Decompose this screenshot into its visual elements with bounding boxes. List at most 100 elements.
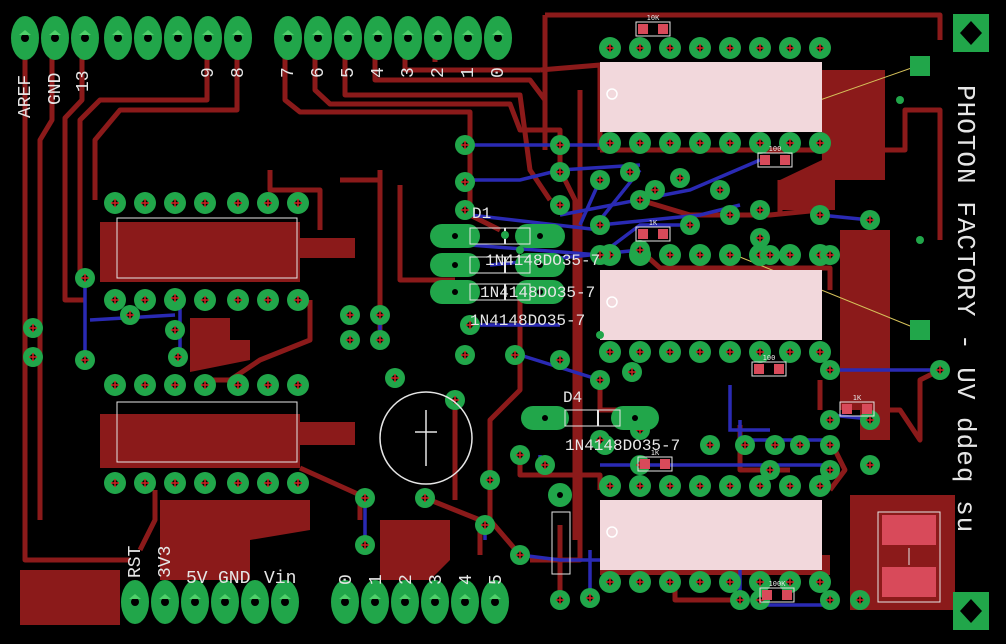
round-pad [510, 445, 530, 465]
diode-pad [515, 280, 565, 304]
round-pad [75, 350, 95, 370]
round-pad [287, 289, 309, 311]
round-pad [580, 588, 600, 608]
round-pad [257, 192, 279, 214]
round-pad [780, 245, 800, 265]
round-pad [930, 360, 950, 380]
header-pad [151, 580, 179, 624]
silkscreen-outlines [116, 217, 571, 575]
round-pad [194, 472, 216, 494]
header-pad [484, 16, 512, 60]
round-pad [659, 475, 681, 497]
round-pad [850, 590, 870, 610]
round-pad [820, 360, 840, 380]
header-pad [121, 580, 149, 624]
round-pad [750, 200, 770, 220]
header-pad [224, 16, 252, 60]
diode-pad [521, 406, 569, 430]
round-pad [194, 289, 216, 311]
round-pad [689, 244, 711, 266]
round-pad [659, 37, 681, 59]
round-pad [820, 245, 840, 265]
round-pad [820, 460, 840, 480]
header-pad [241, 580, 269, 624]
round-pad [750, 228, 770, 248]
round-pad [719, 341, 741, 363]
smd-resistor: 1K [635, 219, 671, 242]
round-pad [445, 390, 465, 410]
round-pad [510, 545, 530, 565]
ic-body [600, 270, 822, 340]
round-pad [120, 305, 140, 325]
header-pad [394, 16, 422, 60]
pin-label: 3 [399, 67, 419, 78]
round-pad [599, 571, 621, 593]
resistor-value-label: 100K [769, 580, 787, 588]
smd-resistor: 10K [635, 14, 671, 37]
resistor-value-label: 1K [853, 394, 862, 402]
round-pad [134, 192, 156, 214]
round-pad [730, 590, 750, 610]
resistor-value-label: 1K [649, 219, 658, 227]
round-pad [720, 205, 740, 225]
round-pad [134, 374, 156, 396]
round-pad [134, 472, 156, 494]
round-pad [227, 374, 249, 396]
round-pad [340, 330, 360, 350]
round-pad [550, 162, 570, 182]
round-pad [227, 289, 249, 311]
round-pad [104, 289, 126, 311]
round-pad [165, 320, 185, 340]
diode-designator: D1 [472, 205, 491, 223]
round-pad [599, 37, 621, 59]
header-pad [134, 16, 162, 60]
round-pad [164, 472, 186, 494]
round-pad [719, 571, 741, 593]
round-pad [164, 192, 186, 214]
header-pad [334, 16, 362, 60]
pin-label: GND [218, 569, 250, 589]
diode-pad [430, 224, 480, 248]
round-pad [779, 37, 801, 59]
pin-label: 5V [186, 569, 208, 589]
round-pad [590, 215, 610, 235]
pin-label: 2 [397, 574, 417, 585]
pin-label: 5 [487, 574, 507, 585]
round-pad [370, 305, 390, 325]
resistor-value-label: 100 [763, 354, 776, 362]
round-pad [710, 180, 730, 200]
header-pad [451, 580, 479, 624]
round-pad [820, 410, 840, 430]
round-pad [599, 475, 621, 497]
round-pad [104, 192, 126, 214]
round-pad [689, 475, 711, 497]
module-outline-upper [116, 217, 298, 279]
module-outline-lower [116, 401, 298, 463]
round-pad [735, 435, 755, 455]
round-pad [535, 455, 555, 475]
pin-label: 4 [457, 574, 477, 585]
round-pad [779, 341, 801, 363]
round-pad [340, 305, 360, 325]
board-title: PHOTON FACTORY - UV ddeq su [950, 85, 980, 533]
diode-pad [430, 280, 480, 304]
round-pad [749, 475, 771, 497]
round-pad [645, 180, 665, 200]
round-pad [820, 590, 840, 610]
round-pads [23, 37, 950, 610]
round-pad [460, 315, 480, 335]
round-pad [550, 135, 570, 155]
oval-pads [11, 16, 512, 624]
round-pad [23, 318, 43, 338]
round-pad [505, 345, 525, 365]
pin-label: Vin [264, 569, 296, 589]
diode-body [551, 511, 571, 575]
round-pad [765, 435, 785, 455]
header-pad [274, 16, 302, 60]
round-pad [599, 132, 621, 154]
round-pad [355, 535, 375, 555]
pin-label: 2 [429, 67, 449, 78]
